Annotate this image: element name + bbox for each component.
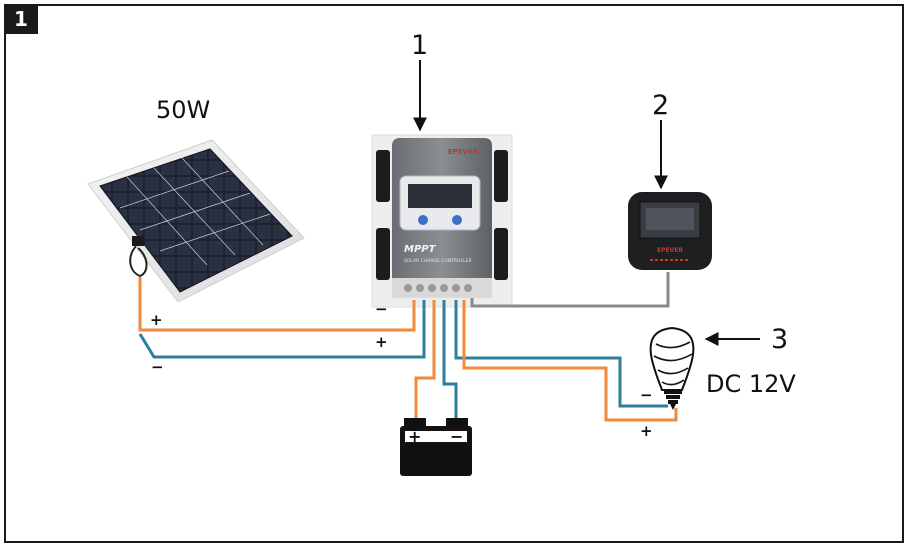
controller-model: MPPT: [404, 244, 437, 255]
callout-1-label: 1: [411, 30, 429, 61]
panel-positive-wire: [138, 277, 416, 332]
battery-positive-wire: [414, 300, 436, 420]
charge-controller: EPEVER MPPT SOLAR CHARGE CONTROLLER: [371, 134, 513, 308]
panel-minus-sign: −: [151, 358, 164, 376]
controller-brand: EPEVER: [448, 148, 479, 156]
callout-2-label: 2: [652, 90, 670, 121]
panel-negative-wire: [138, 300, 426, 359]
lamp-bulb: [649, 326, 695, 410]
lamp-plus-sign: +: [640, 422, 653, 440]
comm-cable: [470, 272, 670, 308]
lamp-minus-sign: −: [640, 386, 653, 404]
controller-minus-sign: −: [375, 300, 388, 318]
lamp-positive-wire: [462, 300, 678, 422]
panel-wattage-label: 50W: [156, 96, 211, 124]
figure-number-badge: 1: [4, 4, 38, 34]
lamp-voltage-label: DC 12V: [706, 370, 796, 398]
remote-meter: EPEVER: [628, 192, 712, 270]
controller-subtitle: SOLAR CHARGE CONTROLLER: [404, 258, 472, 264]
lamp-negative-wire: [454, 300, 668, 408]
battery-plus-sign: +: [408, 427, 422, 446]
figure-frame: [4, 4, 904, 543]
meter-brand: EPEVER: [657, 247, 683, 254]
battery-negative-wire: [442, 300, 458, 420]
panel-plus-sign: +: [150, 311, 163, 329]
battery-minus-sign: −: [450, 427, 464, 446]
solar-panel: [87, 139, 305, 303]
battery: [400, 418, 472, 476]
callout-3-label: 3: [771, 324, 789, 355]
controller-plus-sign: +: [375, 333, 388, 351]
